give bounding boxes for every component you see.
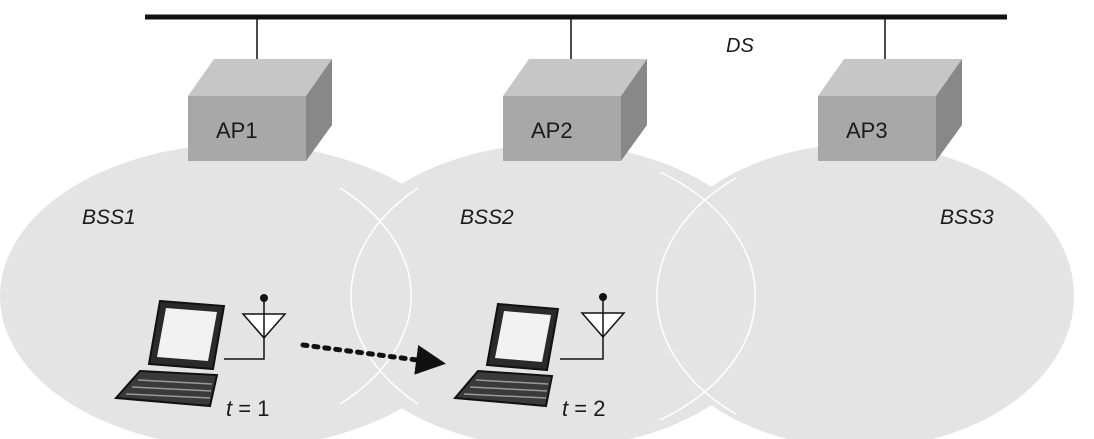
station2-screen-inner <box>495 311 551 362</box>
station2-time-label: t = 2 <box>562 396 605 421</box>
station2-antenna-tip <box>599 293 607 301</box>
station1-screen-inner <box>157 308 217 361</box>
bss2-left-edge <box>350 187 419 405</box>
station2-laptop-icon <box>452 293 626 408</box>
ap1-side-face <box>306 59 332 161</box>
station1-antenna-cable <box>224 337 265 360</box>
ap2-label: AP2 <box>531 118 573 143</box>
bss3-left-edge <box>656 177 737 415</box>
bss3-cell <box>646 144 1074 439</box>
station2-key-row-3 <box>463 393 547 399</box>
bss3-label: BSS3 <box>940 206 994 229</box>
bss2-label: BSS2 <box>460 206 514 229</box>
station2-key-row-2 <box>469 386 548 392</box>
ap1-top-face <box>188 59 332 96</box>
roaming-arrow <box>300 342 446 375</box>
station2-antenna-cable <box>560 336 604 360</box>
bss2-right-edge <box>659 171 756 421</box>
ds-label: DS <box>726 35 754 57</box>
ap1-front-face <box>188 96 306 161</box>
bss1-right-edge <box>339 187 412 405</box>
ap1-box: AP1 <box>188 59 332 161</box>
ap1-label: AP1 <box>216 118 258 143</box>
station1-time-label: t = 1 <box>226 396 269 421</box>
ap2-top-face <box>503 59 647 96</box>
ap3-side-face <box>936 59 962 161</box>
station1-antenna-tip <box>260 294 268 302</box>
bss1-label: BSS1 <box>82 206 136 229</box>
ap2-side-face <box>621 59 647 161</box>
bss-cells <box>0 144 1074 439</box>
ap3-top-face <box>818 59 962 96</box>
ap2-box: AP2 <box>503 59 647 161</box>
station1-key-row-3 <box>125 393 211 399</box>
station1-key-row-1 <box>137 379 213 385</box>
ap3-front-face <box>818 96 936 161</box>
station1-key-row-2 <box>131 386 212 392</box>
station1-laptop-icon <box>113 294 287 408</box>
station2-key-row-1 <box>475 379 549 385</box>
ap3-label: AP3 <box>846 118 888 143</box>
ap2-front-face <box>503 96 621 161</box>
ap3-box: AP3 <box>818 59 962 161</box>
